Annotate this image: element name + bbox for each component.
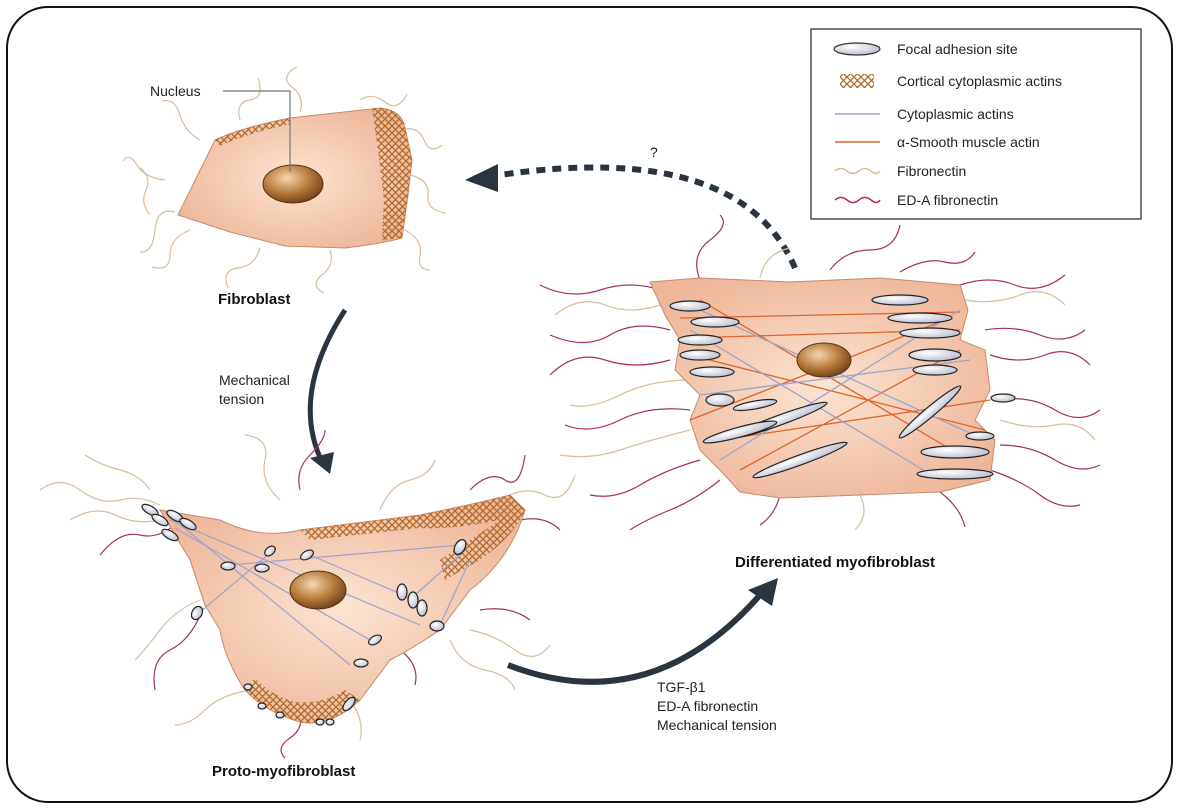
fibroblast-label: Fibroblast (218, 291, 291, 308)
proto-label: Proto-myofibroblast (212, 763, 355, 780)
legend-box (811, 29, 1141, 219)
differentiated-myofibroblast-cell: Differentiated myofibroblast (540, 215, 1100, 571)
mechanical-tension-arrow (310, 310, 345, 462)
nucleus-label: Nucleus (150, 83, 201, 99)
reversal-dashed-arrow (500, 167, 795, 268)
proto-nucleus (290, 571, 346, 609)
legend-label-cytoplasmic: Cytoplasmic actins (897, 106, 1014, 122)
myofibroblast-nucleus (797, 343, 851, 377)
tgf-label: TGF-β1 (657, 679, 706, 695)
reversal-arrowhead (465, 164, 498, 192)
eda-label: ED-A fibronectin (657, 698, 758, 714)
legend-label-eda: ED-A fibronectin (897, 192, 998, 208)
legend-label-cortical: Cortical cytoplasmic actins (897, 73, 1062, 89)
mech-tension-label: Mechanical tension (657, 717, 777, 733)
fibroblast-cell: Nucleus Fibroblast (123, 67, 446, 308)
focal-adhesion-icon (834, 43, 880, 55)
legend: Focal adhesion site Cortical cytoplasmic… (811, 29, 1141, 219)
legend-label-sma: α-Smooth muscle actin (897, 134, 1040, 150)
mechanical-label-2: tension (219, 391, 264, 407)
legend-label-focal: Focal adhesion site (897, 41, 1018, 57)
fibroblast-nucleus (263, 165, 323, 203)
question-mark: ? (650, 144, 658, 160)
cortical-actin-icon (840, 74, 874, 88)
proto-myofibroblast-cell: Proto-myofibroblast (40, 430, 575, 780)
legend-label-fibronectin: Fibronectin (897, 163, 966, 179)
mechanical-tension-arrowhead (310, 452, 334, 474)
differentiation-arrow (508, 595, 760, 682)
mechanical-label-1: Mechanical (219, 372, 290, 388)
differentiated-label: Differentiated myofibroblast (735, 554, 935, 571)
